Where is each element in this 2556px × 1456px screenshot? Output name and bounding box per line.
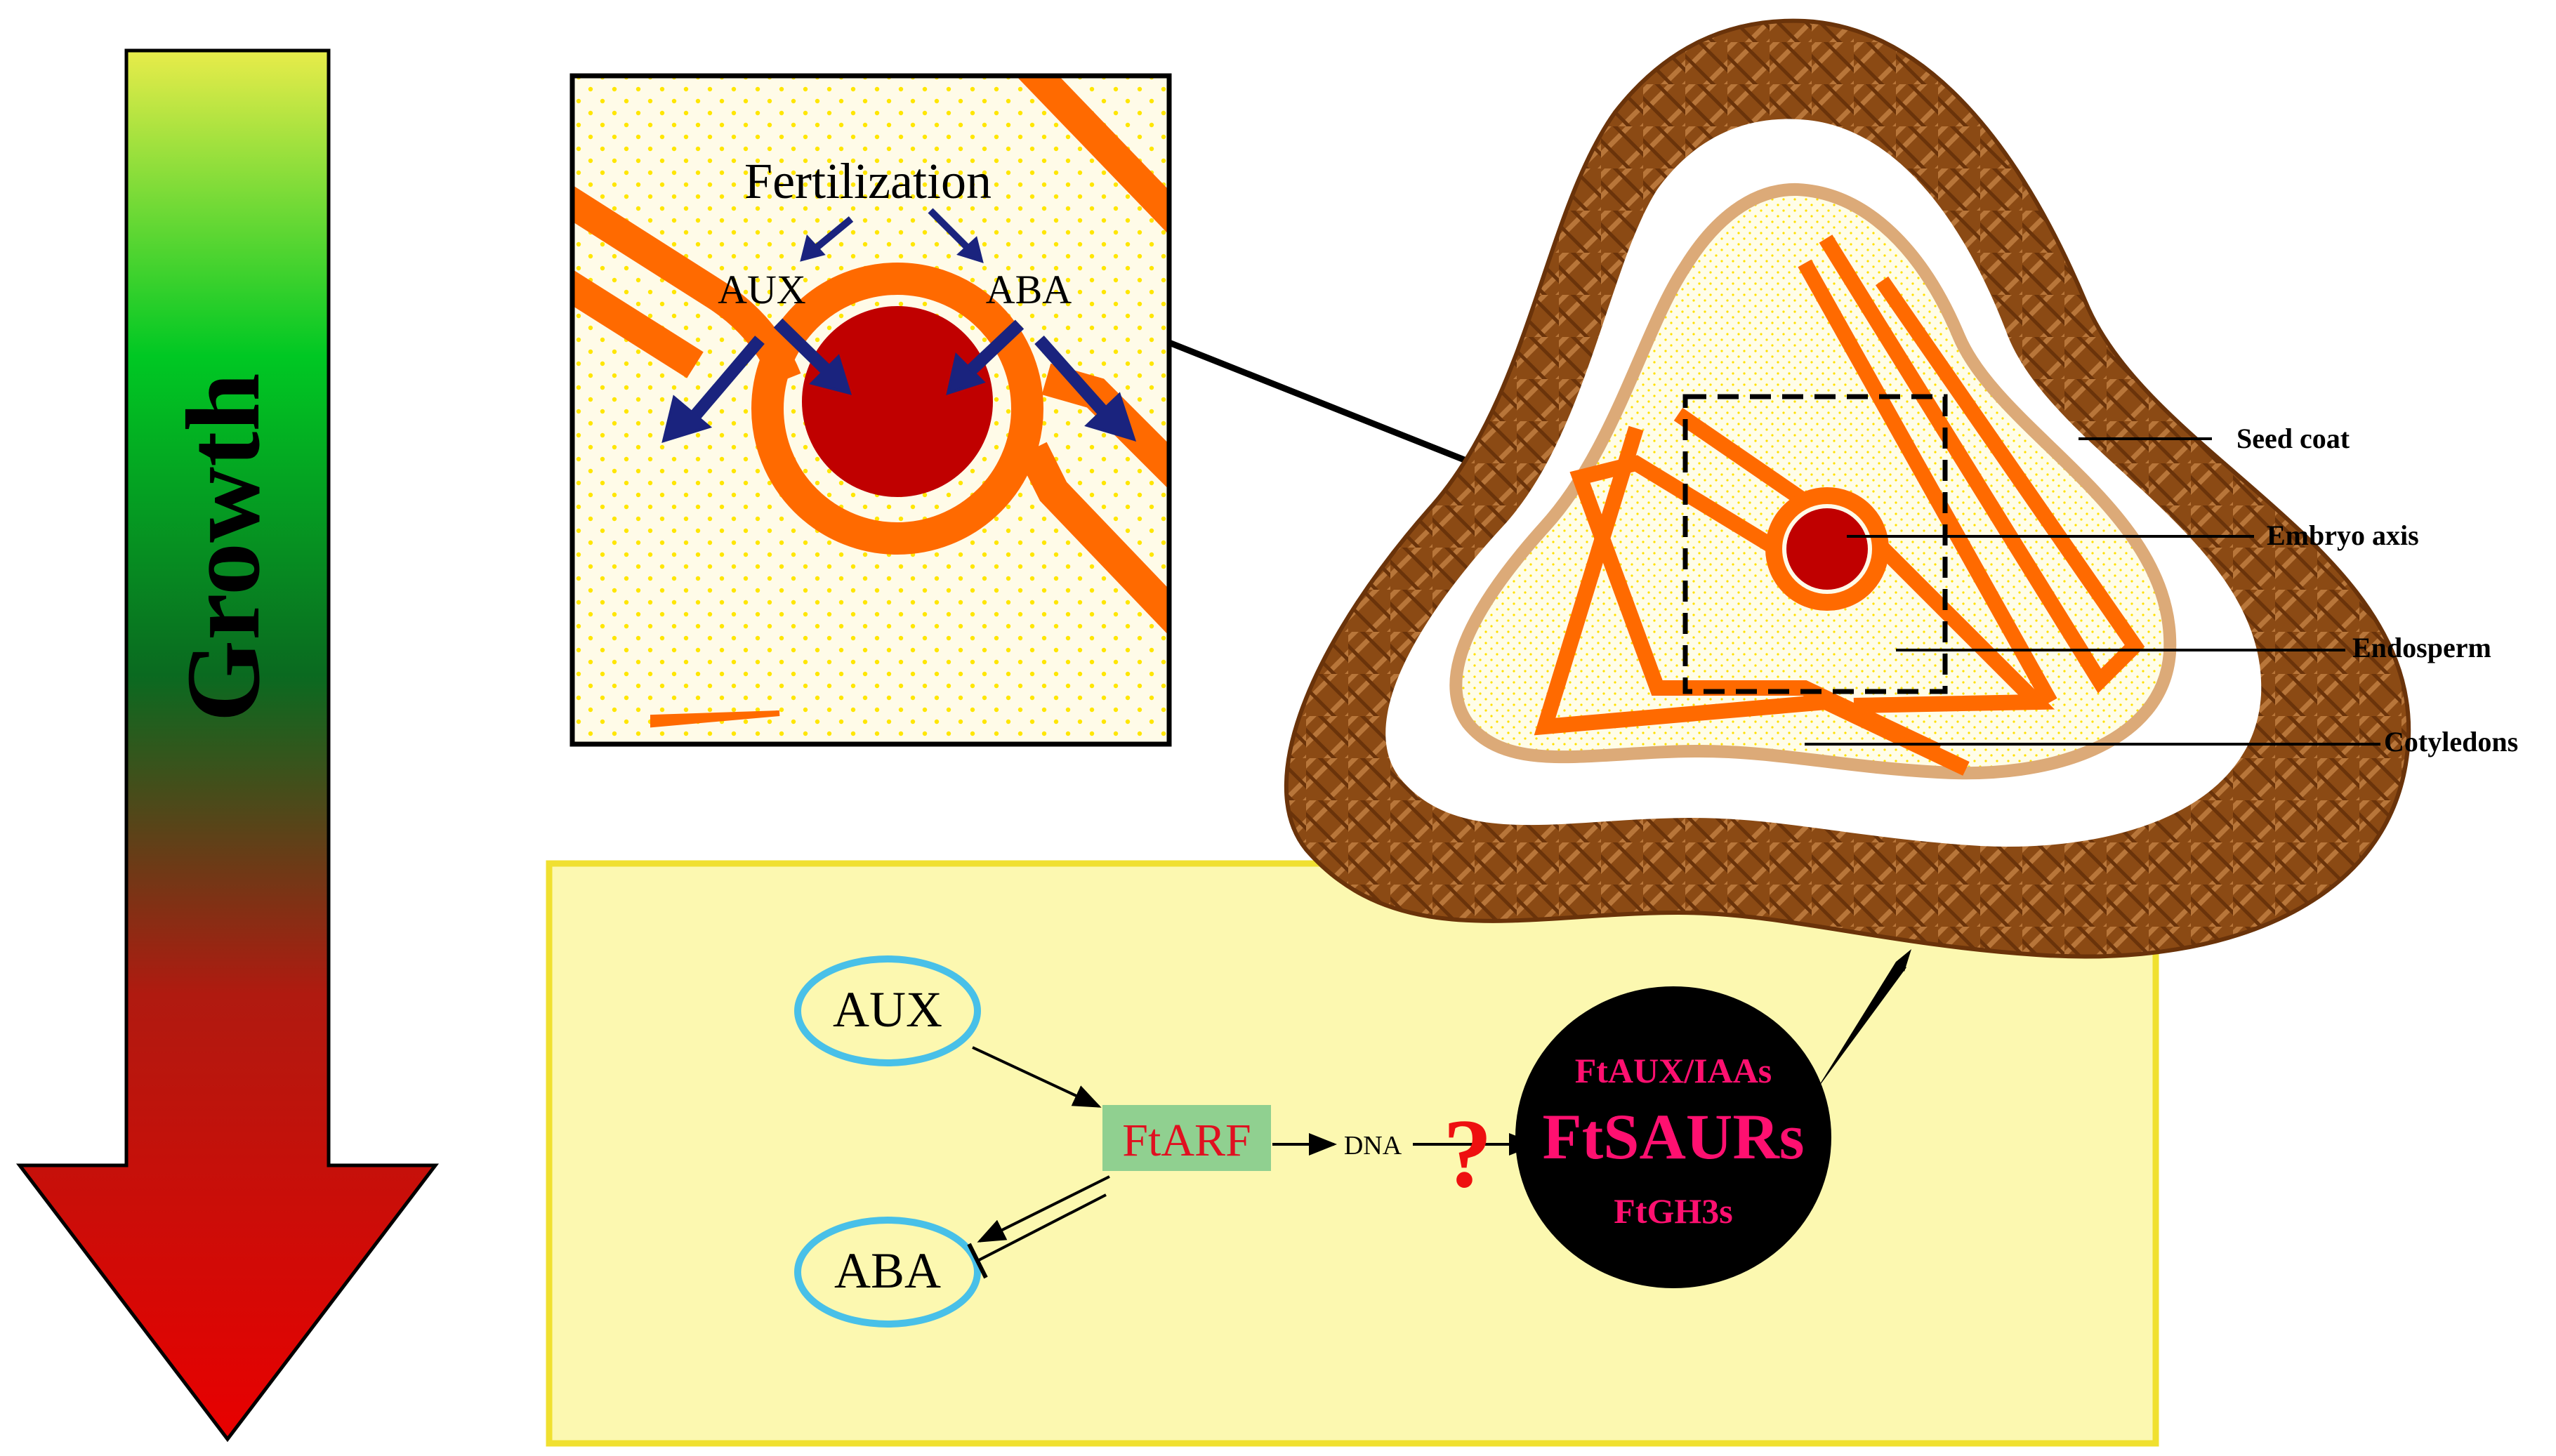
target-gene-ftsaurs: FtSAURs <box>1542 1101 1804 1172</box>
aux-activates-ftarf-arrow <box>972 1046 1102 1108</box>
target-gene-ftgh3s: FtGH3s <box>1614 1191 1732 1231</box>
embryo-axis-core <box>802 306 993 497</box>
cotyledon-strip <box>1015 76 1169 235</box>
inset-aba-label: ABA <box>986 267 1072 312</box>
aba-to-embryo-arrow <box>946 319 1025 395</box>
aba-node-label: ABA <box>834 1243 941 1299</box>
cotyledons-label: Cotyledons <box>2384 726 2518 757</box>
growth-arrow: Growth <box>15 48 440 1443</box>
zoom-region-box <box>1682 394 1948 694</box>
aux-node <box>794 955 981 1066</box>
signal-arrows <box>661 208 1137 443</box>
seed-cross-section: Seed coat Embryo axis Endosperm Cotyledo… <box>1284 18 2518 959</box>
dna-label: DNA <box>1344 1131 1402 1160</box>
aux-to-embryo-arrow <box>773 318 852 395</box>
growth-label: Growth <box>165 373 282 722</box>
fertilization-to-aux-arrow <box>800 216 854 262</box>
aba-inhibits-ftarf-bar <box>967 1193 1107 1279</box>
inset-aux-label: AUX <box>718 267 806 312</box>
embryo-ring <box>751 263 1043 555</box>
aba-node <box>794 1217 981 1328</box>
inset-zoom-panel: Fertilization AUX ABA <box>569 73 1172 747</box>
pathway-panel: AUX ABA FtARF DNA ? FtAUX/IAAs FtSAURs F… <box>546 860 2159 1447</box>
targets-to-seed-arrow <box>1815 962 1906 1092</box>
aba-outward-arrow <box>1034 336 1137 442</box>
fertilization-to-aba-arrow <box>928 208 984 263</box>
embryo-axis-label: Embryo axis <box>2267 519 2419 551</box>
target-gene-ftauxiaas: FtAUX/IAAs <box>1575 1051 1772 1090</box>
inset-fertilization-label: Fertilization <box>744 153 992 209</box>
aux-outward-arrow <box>661 336 765 443</box>
embryo-axis-core <box>1786 508 1868 590</box>
ftarf-to-aba-arrow <box>977 1175 1110 1243</box>
target-genes-circle <box>1515 986 1831 1288</box>
endosperm-label: Endosperm <box>2352 632 2491 663</box>
aux-node-label: AUX <box>833 981 942 1038</box>
seed-coat-label: Seed coat <box>2236 423 2350 454</box>
ftarf-box <box>1102 1105 1271 1171</box>
ftarf-label: FtARF <box>1122 1115 1251 1166</box>
question-mark: ? <box>1443 1099 1492 1208</box>
